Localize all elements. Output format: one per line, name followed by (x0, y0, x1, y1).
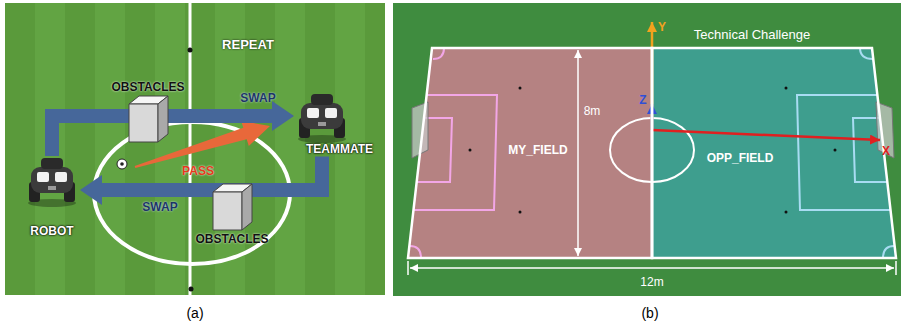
node-label: ROBOT (30, 224, 73, 238)
field-mark (189, 287, 194, 292)
robot-panel (325, 108, 337, 118)
cube-front (129, 104, 158, 142)
region-border (408, 48, 652, 258)
task-label: REPEAT (222, 38, 274, 53)
robot-body (301, 103, 343, 129)
robot-panel (37, 172, 49, 182)
dimension-line (410, 267, 894, 269)
panel-a (5, 3, 385, 295)
corner-arc (433, 48, 444, 59)
axis-label: Y (658, 21, 666, 35)
outer-ground (393, 3, 901, 296)
panel-caption: (a) (186, 305, 203, 321)
action-label: PASS (182, 165, 214, 179)
region-outline (648, 44, 900, 262)
panel-b (393, 3, 901, 296)
cube-front (213, 192, 242, 230)
edge-label: SWAP (142, 201, 177, 215)
opp-half-fill (652, 48, 896, 258)
field-half: MY_FIELD (404, 44, 656, 262)
node-label: OPP_FIELD (707, 151, 774, 165)
swap-arrow (102, 156, 322, 190)
robot-icon (294, 92, 350, 144)
dimension-label: 8m (584, 105, 601, 119)
robot-detail (318, 122, 326, 126)
x-axis (652, 130, 880, 140)
field-mark (519, 211, 522, 214)
obstacle-box: OBSTACLES (111, 80, 184, 144)
robot: ROBOT (24, 156, 80, 238)
field-title: Technical Challenge (694, 28, 810, 43)
dimension-tick (407, 261, 409, 275)
field-mark (469, 149, 472, 152)
node-label: MY_FIELD (508, 143, 567, 157)
cube-side (242, 184, 252, 230)
dimension-line (577, 50, 579, 256)
axis-label: Z (639, 94, 646, 108)
edge-label: SWAP (240, 92, 275, 106)
field-half: OPP_FIELD (648, 44, 900, 262)
grass-stripe (155, 3, 185, 295)
field-mark (785, 211, 788, 214)
ball-patch (120, 162, 124, 166)
cube-side (158, 96, 168, 142)
grass-stripe (95, 3, 125, 295)
field-mark (834, 149, 837, 152)
node-label: OBSTACLES (111, 80, 184, 94)
obstacle-cube (210, 182, 254, 232)
robot-panel (55, 172, 67, 182)
axis-label: X (882, 145, 890, 159)
teammate-robot: TEAMMATE (294, 92, 373, 156)
corner-arc (410, 246, 421, 258)
grass (5, 3, 385, 295)
ball (117, 159, 127, 169)
dimension-tick (895, 261, 897, 275)
region-border (652, 48, 896, 258)
node-label: TEAMMATE (306, 142, 373, 156)
my-half-fill (408, 48, 652, 258)
robot-icon (24, 156, 80, 208)
dimension-label: 12m (640, 276, 663, 290)
field-mark (188, 48, 193, 53)
obstacle-cube (126, 94, 170, 144)
corner-arc (883, 246, 894, 258)
panel-caption: (b) (641, 305, 658, 321)
robot-head (311, 94, 333, 105)
grass-stripe (275, 3, 305, 295)
robot-body (31, 167, 73, 193)
robot-detail (48, 186, 56, 190)
node-label: OBSTACLES (195, 232, 268, 246)
obstacle-box: OBSTACLES (195, 182, 268, 246)
field-mark (519, 87, 522, 90)
robot-head (41, 158, 63, 169)
robot-panel (307, 108, 319, 118)
field-mark (785, 87, 788, 90)
